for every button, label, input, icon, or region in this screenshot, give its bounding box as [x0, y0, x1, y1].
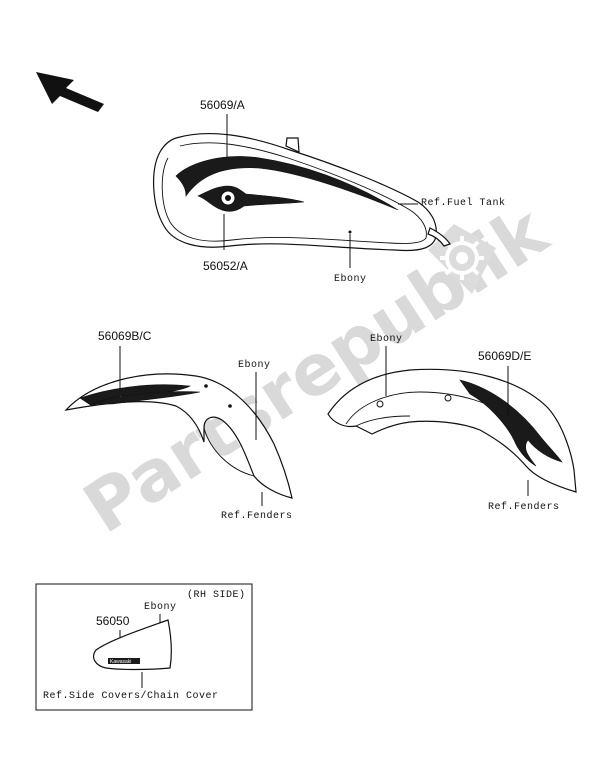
tank-emblem-part-number: 56052/A	[203, 259, 248, 273]
rear-fender	[327, 368, 577, 493]
side-cover	[93, 619, 172, 671]
rear-fender-part-number: 56069D/E	[478, 349, 531, 363]
kawasaki-badge-text: Kawasaki	[110, 659, 131, 665]
front-fender-color-label: Ebony	[238, 359, 271, 371]
tank-part-number: 56069/A	[200, 98, 245, 112]
inset-side-label: (RH SIDE)	[187, 589, 246, 601]
tank-color-label: Ebony	[334, 273, 367, 285]
front-fender-part-number: 56069B/C	[98, 329, 152, 343]
direction-arrow-icon	[36, 72, 104, 112]
kawasaki-badge	[108, 658, 140, 664]
inset-color-label: Ebony	[144, 601, 177, 613]
rear-fender-color-label: Ebony	[370, 333, 403, 345]
fuel-tank	[153, 132, 451, 252]
ref-fuel-tank-label: Ref.Fuel Tank	[421, 197, 506, 209]
ref-fenders-rear-label: Ref.Fenders	[488, 501, 560, 513]
side-cover-inset: (RH SIDE) Ebony 56050 Kawasaki Ref.Side …	[35, 583, 253, 711]
front-fender	[64, 373, 293, 499]
inset-part-number: 56050	[96, 614, 130, 628]
inset-ref-label: Ref.Side Covers/Chain Cover	[43, 690, 219, 702]
ref-fenders-front-label: Ref.Fenders	[221, 510, 293, 522]
